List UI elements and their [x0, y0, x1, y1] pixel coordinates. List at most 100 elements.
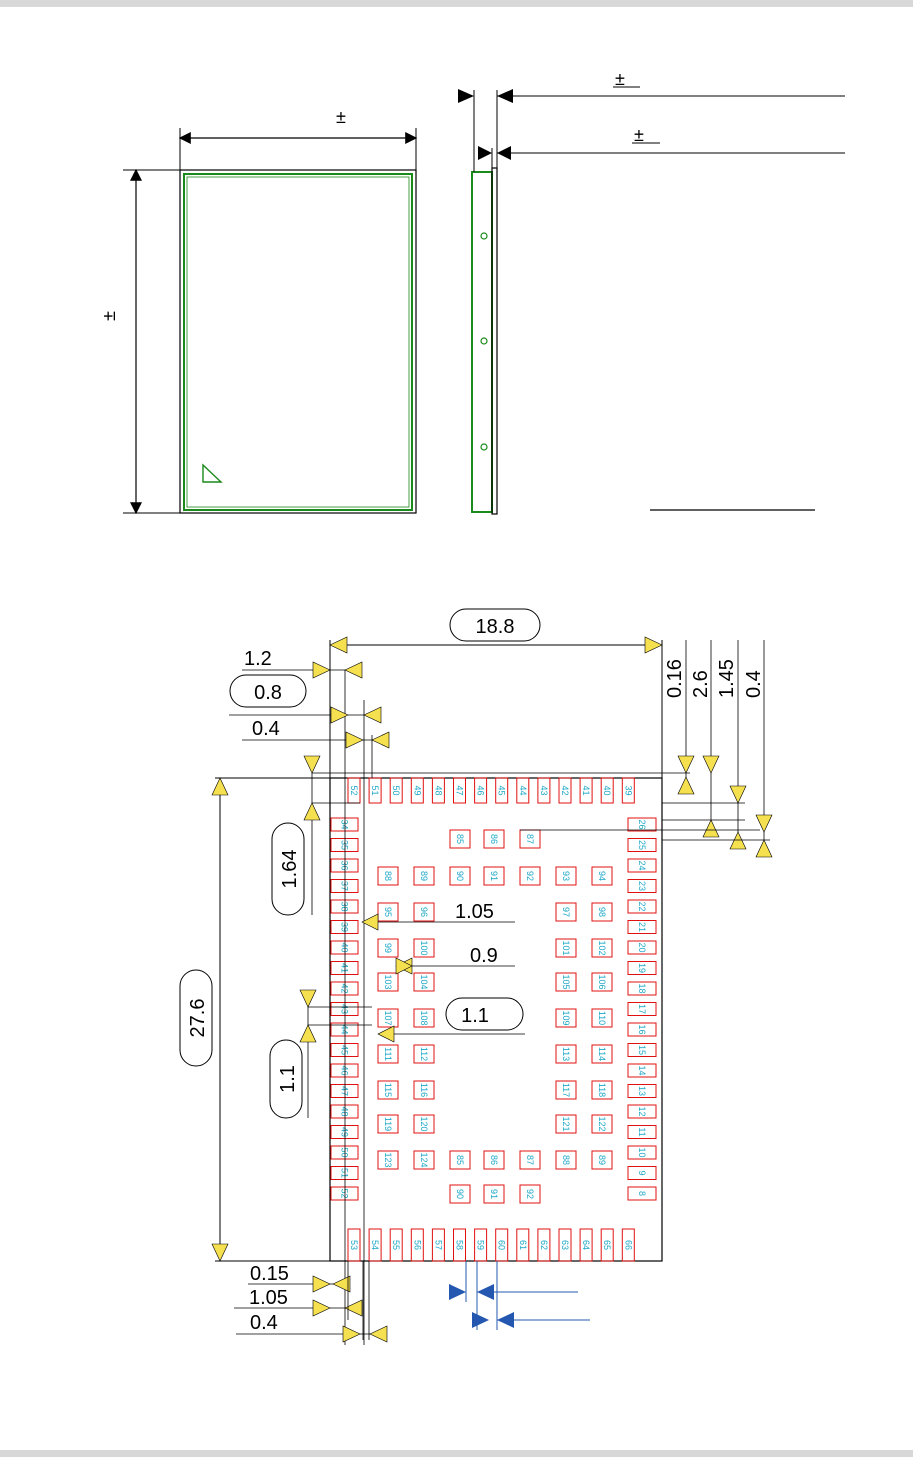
- dim-0-4-left: 0.4: [252, 718, 280, 740]
- pad-bottom-65-label: 65: [602, 1240, 612, 1250]
- pad-right-11-label: 15: [637, 1045, 647, 1055]
- pad-right-2-label: 24: [637, 860, 647, 870]
- pad-left-8: [330, 981, 359, 996]
- pad-left-10: [330, 1022, 359, 1037]
- pad-inner-19-label: 104: [419, 974, 429, 989]
- pad-left-3-label: 37: [340, 881, 350, 891]
- pad-right-15: [627, 1125, 657, 1139]
- module-top-view: ± ±: [99, 107, 418, 515]
- pad-top-39: [621, 777, 635, 804]
- dim-1-1-left: 1.1: [277, 1065, 299, 1093]
- pad-inner-33: [591, 1080, 613, 1100]
- pad-inner-1-label: 86: [489, 834, 499, 844]
- pad-top-47: [453, 777, 466, 804]
- pad-right-3: [627, 879, 657, 893]
- pad-top-47-label: 47: [455, 785, 465, 795]
- pad-inner-13: [591, 902, 613, 922]
- pad-right-5: [627, 920, 657, 934]
- pad-inner-31: [413, 1080, 435, 1100]
- pad-right-10: [627, 1022, 657, 1037]
- dim-1-05-bottom: 1.05: [249, 1287, 288, 1309]
- pad-left-9-label: 43: [340, 1004, 350, 1014]
- pad-inner-44-label: 89: [597, 1155, 607, 1165]
- pad-bottom-59-label: 59: [476, 1240, 486, 1250]
- pad-inner-29-label: 114: [597, 1047, 607, 1061]
- dim-overall-width: 18.8: [476, 616, 515, 638]
- pad-right-12-label: 14: [637, 1065, 647, 1075]
- pad-right-11: [627, 1043, 657, 1057]
- pad-left-4-label: 38: [340, 901, 350, 911]
- dim-pill-1-1-inner: [445, 997, 524, 1031]
- dim-1-45: 1.45: [716, 659, 738, 698]
- pad-left-1-label: 35: [340, 840, 350, 850]
- dim-0-15: 0.15: [250, 1263, 289, 1285]
- pad-top-48: [431, 777, 445, 804]
- pad-right-17-label: 9: [637, 1170, 647, 1175]
- pad-left-8-label: 42: [340, 983, 350, 993]
- pad-right-5-label: 21: [637, 922, 647, 932]
- pad-inner-2-label: 87: [525, 834, 535, 844]
- pad-top-46: [474, 777, 488, 804]
- pad-top-44: [516, 777, 530, 804]
- dim-0-4-bottom: 0.4: [250, 1312, 278, 1334]
- pad-inner-30-label: 115: [383, 1083, 393, 1097]
- pad-right-15-label: 11: [637, 1127, 647, 1136]
- dim-pill-0-8: [229, 674, 307, 708]
- pad-inner-1: [483, 829, 505, 849]
- dim-0-8: 0.8: [254, 682, 282, 704]
- pad-bottom-56-label: 56: [412, 1240, 422, 1250]
- pad-left-5: [330, 920, 359, 934]
- pad-inner-9: [591, 866, 613, 886]
- pad-right-9-label: 17: [637, 1004, 647, 1014]
- pad-left-4: [330, 899, 359, 914]
- pad-inner-9-label: 94: [597, 871, 607, 881]
- module-side-view: ± ±: [458, 69, 845, 515]
- pad-inner-18: [377, 972, 399, 992]
- pad-inner-21: [591, 972, 613, 992]
- pad-inner-0: [449, 829, 471, 849]
- pad-inner-13-label: 98: [597, 907, 607, 917]
- pad-left-0: [330, 817, 359, 832]
- pad-right-6-label: 20: [637, 942, 647, 952]
- pad-inner-42: [519, 1150, 541, 1170]
- pad-inner-27: [413, 1044, 435, 1064]
- pad-inner-24-label: 109: [561, 1010, 571, 1025]
- pitch-arrow-icon: [449, 1284, 466, 1300]
- pad-bottom-62-label: 62: [539, 1240, 549, 1250]
- pad-bottom-60: [495, 1228, 509, 1262]
- pad-bottom-54-label: 54: [370, 1240, 380, 1250]
- dim-0-16: 0.16: [664, 659, 686, 698]
- pad-inner-19: [413, 972, 435, 992]
- pad-inner-12: [555, 902, 577, 922]
- pad-left-7-label: 41: [340, 963, 350, 973]
- pad-left-0-label: 34: [340, 819, 350, 829]
- pad-bottom-58: [453, 1228, 466, 1262]
- pad-inner-3: [377, 866, 399, 886]
- pad-inner-14-label: 99: [383, 943, 393, 953]
- pad-right-8-label: 18: [637, 983, 647, 993]
- pad-inner-25-label: 110: [597, 1011, 607, 1025]
- pad-bottom-64: [579, 1228, 593, 1262]
- pad-right-8: [627, 981, 657, 996]
- pad-right-14-label: 12: [637, 1106, 647, 1116]
- pad-top-49: [410, 777, 424, 804]
- pad-inner-40-label: 85: [455, 1155, 465, 1165]
- pad-inner-27-label: 112: [419, 1047, 429, 1061]
- pad-bottom-63: [558, 1228, 572, 1262]
- pad-bottom-58-label: 58: [455, 1240, 465, 1250]
- pad-inner-24: [555, 1008, 577, 1028]
- pad-right-4: [627, 899, 657, 914]
- pad-inner-10-label: 95: [383, 907, 393, 917]
- pad-inner-28: [555, 1044, 577, 1064]
- pad-inner-38: [377, 1150, 399, 1170]
- pad-inner-4: [413, 866, 435, 886]
- pad-inner-38-label: 123: [383, 1152, 393, 1167]
- pad-right-0-label: 26: [637, 819, 647, 829]
- pad-inner-11: [413, 902, 435, 922]
- pad-inner-22-label: 107: [383, 1010, 393, 1025]
- page-top-bar: [0, 0, 913, 7]
- pad-left-15-label: 49: [340, 1127, 350, 1137]
- pad-right-18: [627, 1186, 657, 1201]
- pad-bottom-55-label: 55: [391, 1240, 401, 1250]
